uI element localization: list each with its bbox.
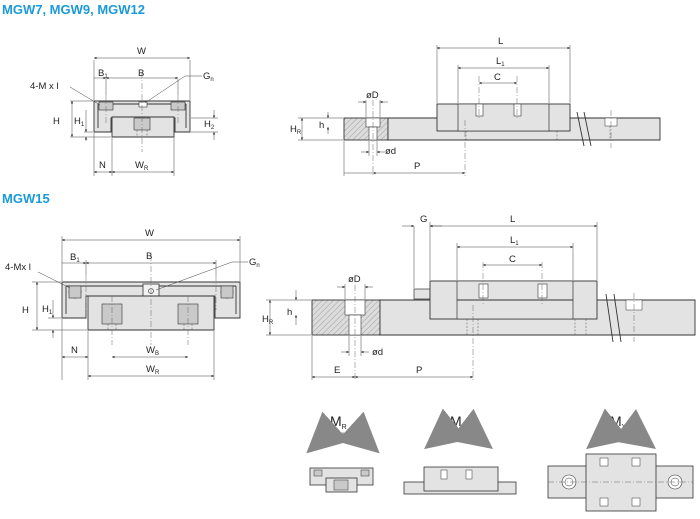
- dim-B1-15: B1: [70, 252, 80, 264]
- dim-P: P: [414, 161, 420, 172]
- dim-H2: H2: [204, 119, 215, 131]
- dim-4Mxl-15: 4-Mx l: [5, 262, 31, 273]
- dim-D: øD: [366, 90, 379, 101]
- dim-H: H: [53, 116, 60, 127]
- dim-W-15: W: [145, 228, 154, 239]
- dim-4Mxl: 4-M x l: [30, 81, 59, 92]
- dim-HR: HR: [290, 124, 302, 136]
- dim-H-15: H: [22, 305, 29, 316]
- dim-E-15: E: [334, 365, 340, 376]
- dim-Gn: Gn: [203, 71, 214, 83]
- moment-MY-arrow: [586, 408, 657, 450]
- dim-L1-15: L1: [510, 235, 519, 247]
- dim-C: C: [494, 72, 501, 83]
- dim-H1: H1: [74, 116, 85, 128]
- dim-d-15: ød: [372, 347, 383, 358]
- moment-MR-label: MR: [330, 413, 347, 431]
- dim-N: N: [99, 160, 106, 171]
- dim-Gn-15: Gn: [249, 257, 260, 269]
- dim-L1: L1: [496, 56, 505, 68]
- dim-L-15: L: [510, 214, 515, 225]
- dim-d: ød: [385, 146, 396, 157]
- dim-C-15: C: [509, 254, 516, 265]
- side-view-mgw15: L G L1 C øD HR h ød E P: [262, 214, 696, 380]
- dim-h: h: [319, 120, 324, 131]
- section-title-small-series: MGW7, MGW9, MGW12: [2, 2, 145, 17]
- section-title-mgw15: MGW15: [2, 191, 50, 206]
- moment-MY-label: MY: [610, 413, 627, 431]
- dim-W: W: [137, 46, 146, 57]
- moment-MP-label: MP: [450, 413, 467, 431]
- dim-HR-15: HR: [262, 314, 274, 326]
- end-view-mgw15: W B1 B Gn 4-Mx l H H1 N WB WR: [5, 228, 260, 380]
- side-view-small: L L1 C øD HR h ød P: [290, 36, 661, 176]
- dim-WR-15: WR: [146, 364, 160, 376]
- moment-MR-arrow: [306, 411, 380, 454]
- moment-MP-arrow: [424, 408, 493, 450]
- dim-WR: WR: [135, 160, 149, 172]
- dim-h-15: h: [287, 307, 292, 318]
- end-view-small: W B1 B Gn 4-M x l H H1 H2 N WR: [30, 46, 218, 176]
- moment-MY: MY: [547, 408, 694, 512]
- dim-B: B: [138, 68, 144, 79]
- dim-H1-15: H1: [42, 304, 53, 316]
- dim-B-15: B: [146, 251, 152, 262]
- dim-WB-15: WB: [146, 345, 159, 357]
- dim-P-15: P: [416, 365, 422, 376]
- dim-G-15: G: [420, 214, 427, 225]
- dim-N-15: N: [71, 345, 78, 356]
- moment-MR: MR: [306, 411, 380, 493]
- dim-B1: B1: [98, 68, 108, 80]
- dim-D-15: øD: [348, 274, 361, 285]
- dim-L: L: [498, 36, 503, 47]
- moment-MP: MP: [403, 408, 517, 495]
